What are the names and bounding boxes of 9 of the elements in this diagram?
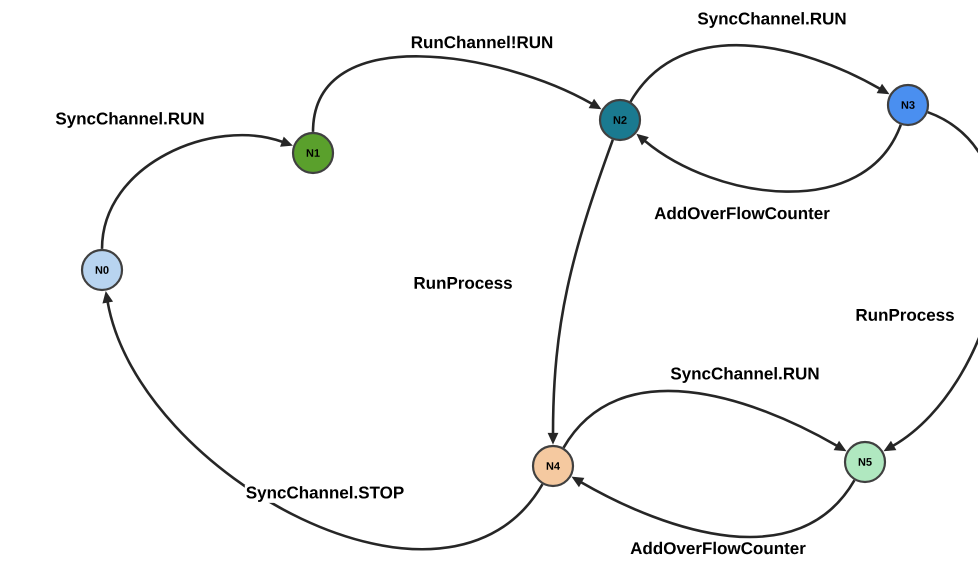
edge-label: RunProcess <box>412 276 514 290</box>
edge-label: SyncChannel.STOP <box>244 485 406 503</box>
edge-label: SyncChannel.RUN <box>696 11 848 29</box>
edge-label: RunProcess <box>854 308 956 322</box>
edge-label: SyncChannel.RUN <box>669 366 821 384</box>
edge-label: AddOverFlowCounter <box>653 206 831 220</box>
edge-label: SyncChannel.RUN <box>54 111 206 129</box>
edge-label: RunChannel!RUN <box>410 34 554 50</box>
edge-label: AddOverFlowCounter <box>629 540 807 556</box>
